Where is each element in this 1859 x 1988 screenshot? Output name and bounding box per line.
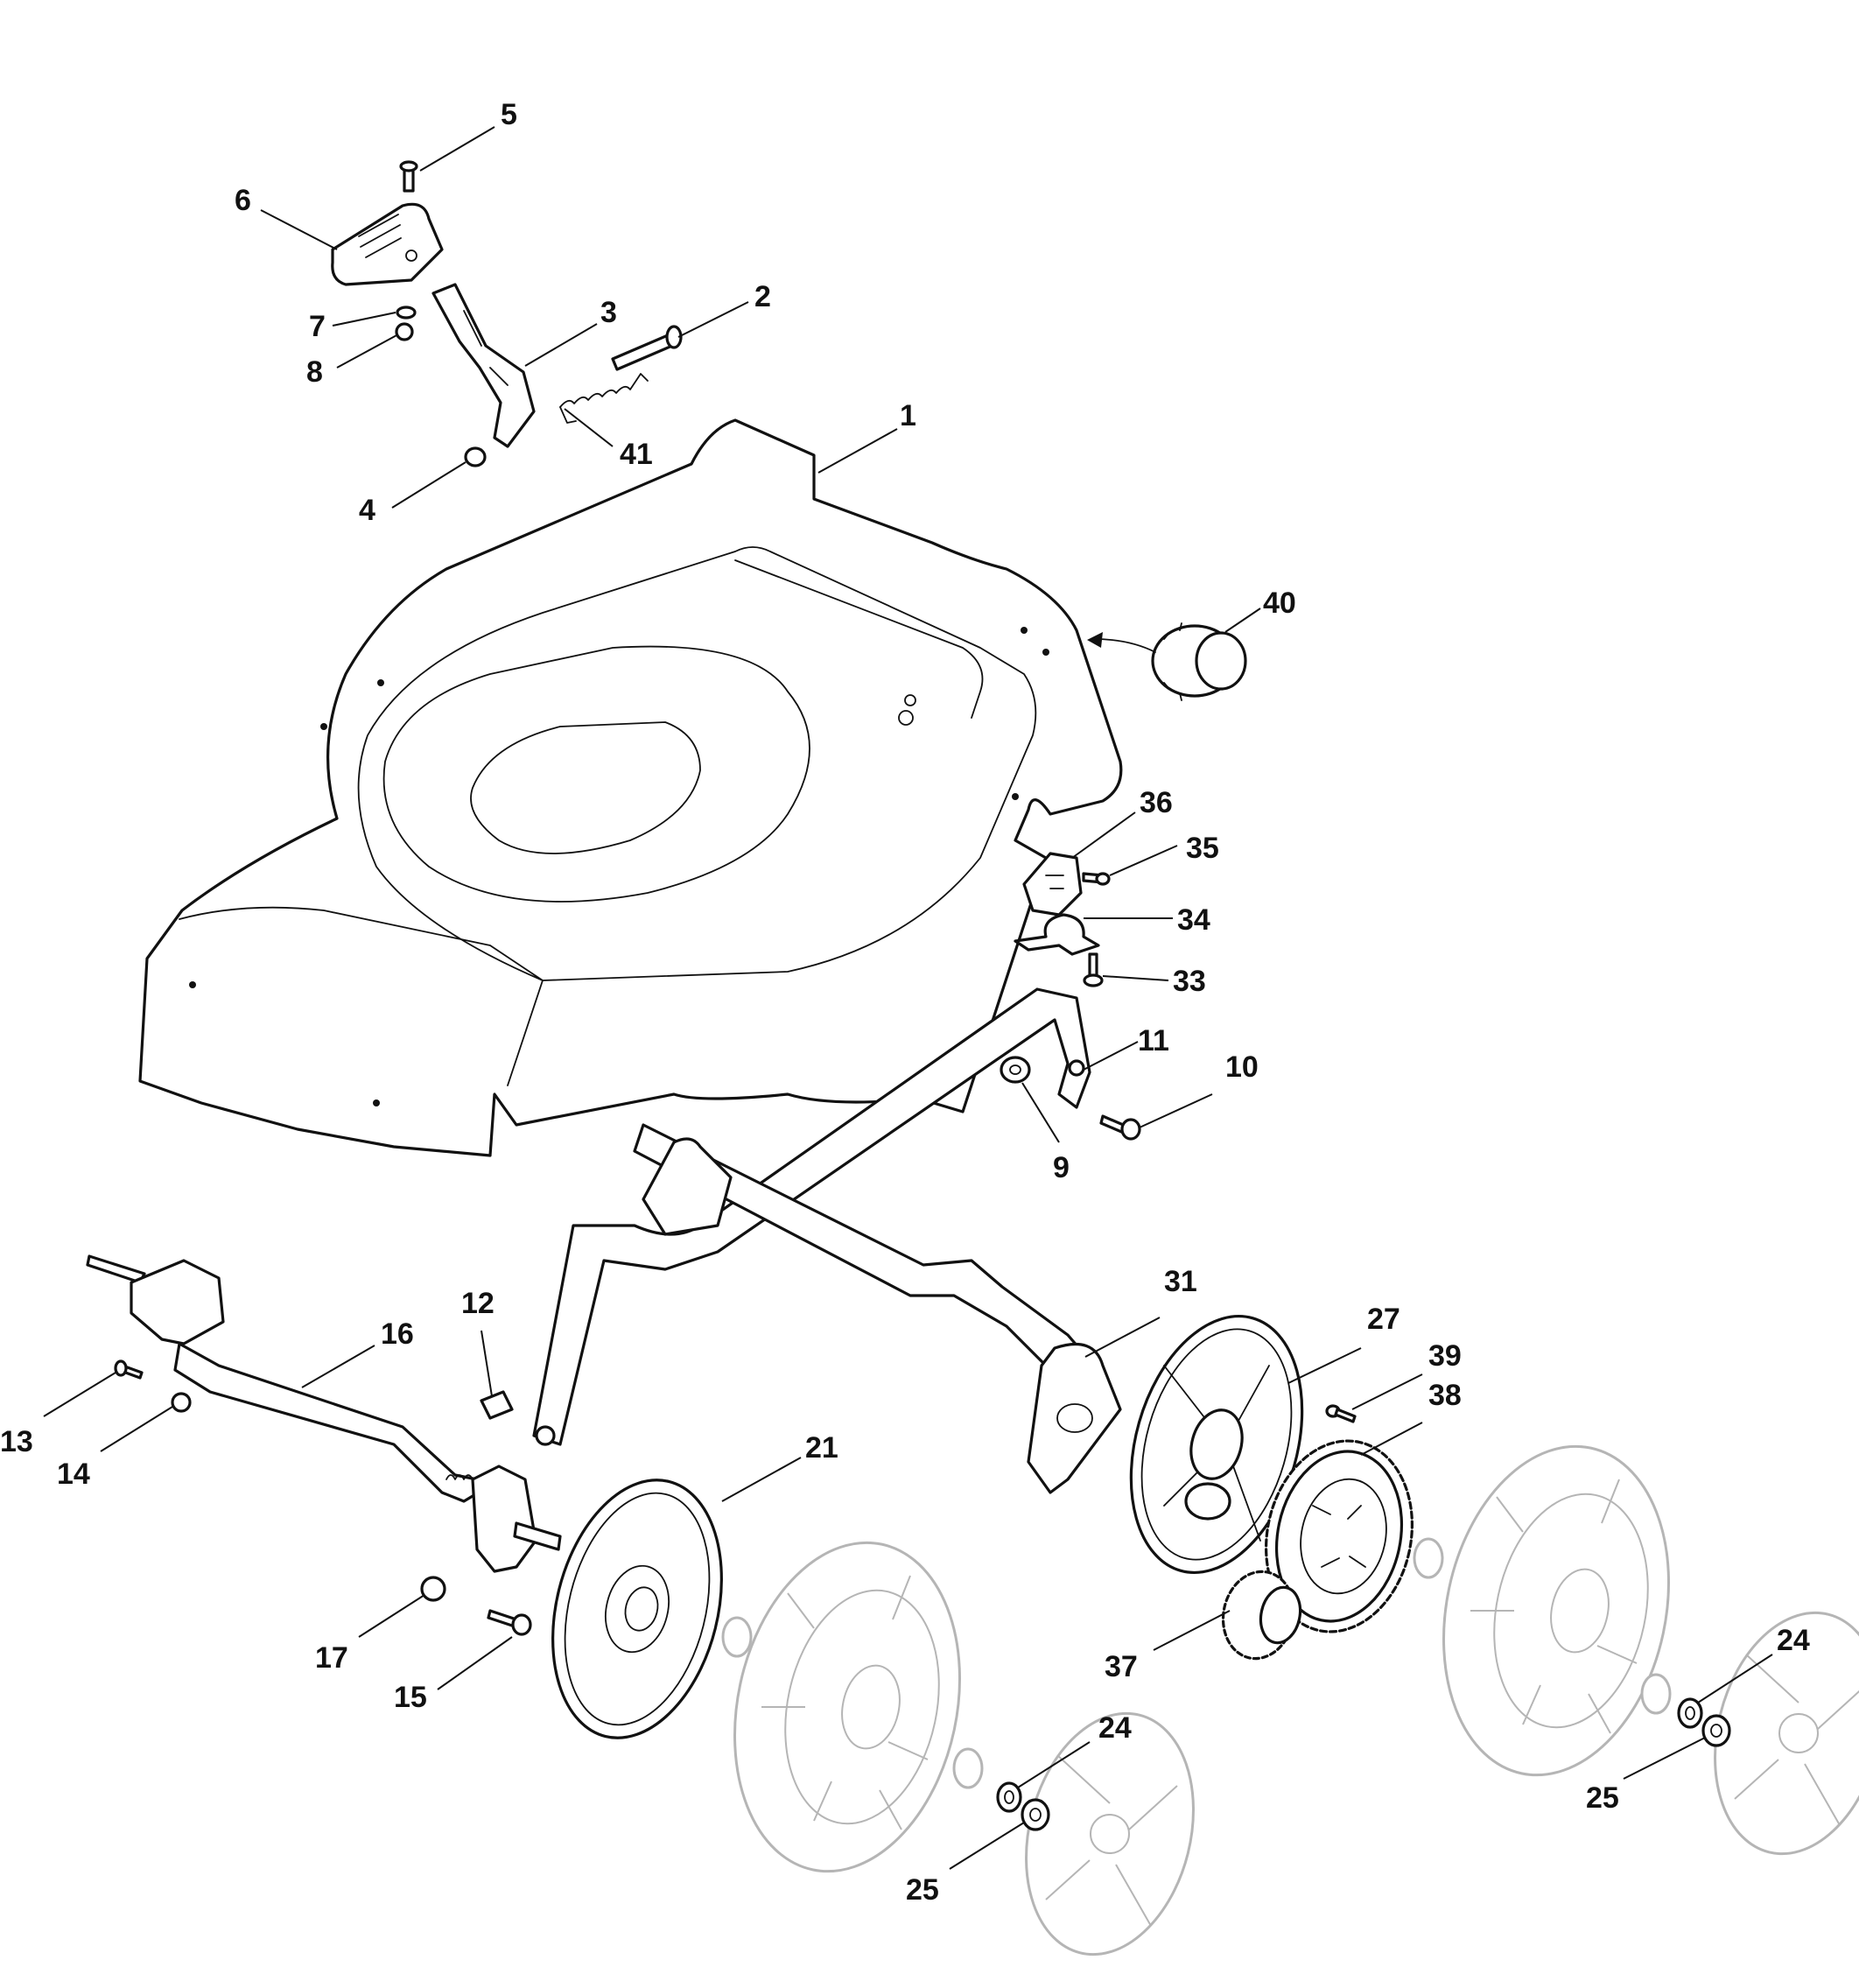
callout-37: 37: [1105, 1650, 1138, 1683]
pin-2: [611, 325, 683, 371]
callout-41: 41: [620, 438, 653, 471]
callout-39: 39: [1428, 1339, 1462, 1373]
clamp-34: [1014, 913, 1100, 956]
screw-39: [1325, 1404, 1357, 1423]
callout-21: 21: [805, 1431, 838, 1465]
callout-labels: 5 6 3 2 7 8 1 41 4 40 36 35 34 33 11 10 …: [0, 98, 1810, 1907]
bolt-10: [1099, 1114, 1141, 1141]
lever-bracket-3: [431, 283, 536, 448]
callout-13: 13: [0, 1425, 33, 1458]
callout-3: 3: [600, 296, 617, 329]
washer-24b: [1677, 1697, 1703, 1729]
drive-disc-27: [1129, 1314, 1304, 1575]
callout-25a: 25: [906, 1873, 939, 1907]
spring-41: [559, 373, 649, 424]
callout-24b: 24: [1777, 1624, 1810, 1657]
callout-27: 27: [1367, 1303, 1400, 1336]
washer-24a: [996, 1781, 1022, 1813]
bracket-36: [1022, 852, 1083, 917]
callout-12: 12: [461, 1287, 495, 1320]
callout-9: 9: [1053, 1151, 1070, 1184]
leader-lines: [43, 126, 1773, 1870]
callout-14: 14: [57, 1458, 90, 1491]
screw-35: [1082, 872, 1111, 886]
bearings-faded: [721, 1537, 1672, 1789]
rear-axle-frame-31: [532, 987, 1122, 1494]
callout-1: 1: [900, 399, 916, 432]
callout-31: 31: [1164, 1265, 1197, 1298]
wheel-disc-21: [551, 1479, 723, 1739]
nut-17: [420, 1576, 446, 1602]
nut-8: [395, 322, 414, 341]
callout-5: 5: [501, 98, 517, 131]
washer-7: [396, 306, 417, 320]
callout-7: 7: [309, 310, 326, 343]
nut-14: [171, 1392, 192, 1413]
callout-35: 35: [1186, 832, 1219, 865]
callout-25b: 25: [1586, 1781, 1619, 1815]
nut-4: [464, 446, 487, 467]
front-axle-16: [86, 1254, 562, 1573]
wheel-rear-right: [1442, 1444, 1670, 1777]
nut-25b: [1701, 1714, 1731, 1747]
screw-33: [1083, 952, 1104, 987]
clip-12: [480, 1390, 514, 1420]
callout-33: 33: [1173, 965, 1206, 998]
callout-24a: 24: [1098, 1711, 1132, 1745]
callout-10: 10: [1225, 1050, 1259, 1084]
callout-16: 16: [381, 1317, 414, 1351]
callout-11: 11: [1138, 1024, 1169, 1057]
callout-17: 17: [315, 1641, 348, 1675]
hubcap-front-left: [1025, 1711, 1195, 1956]
mower-deck: [138, 418, 1123, 1157]
pinion-40: [1151, 622, 1247, 701]
screw-5: [399, 160, 418, 193]
callout-8: 8: [306, 355, 323, 389]
callout-36: 36: [1140, 786, 1173, 819]
height-lever-knob: [331, 202, 444, 286]
wheel-front-left: [733, 1541, 961, 1873]
nut-25a: [1021, 1798, 1050, 1831]
gear-38: [1264, 1439, 1414, 1633]
callout-4: 4: [359, 494, 375, 527]
callout-2: 2: [754, 280, 771, 313]
callout-38: 38: [1428, 1379, 1462, 1412]
callout-34: 34: [1177, 903, 1210, 937]
callout-6: 6: [235, 184, 251, 217]
washer-9: [1000, 1056, 1031, 1084]
callout-15: 15: [394, 1681, 427, 1714]
callout-40: 40: [1263, 587, 1296, 620]
bolt-13: [114, 1359, 144, 1380]
bolt-15: [487, 1609, 532, 1636]
pinion-37: [1221, 1570, 1302, 1661]
hubcap-rear-right: [1714, 1611, 1859, 1856]
direction-arrow: [1087, 632, 1156, 653]
